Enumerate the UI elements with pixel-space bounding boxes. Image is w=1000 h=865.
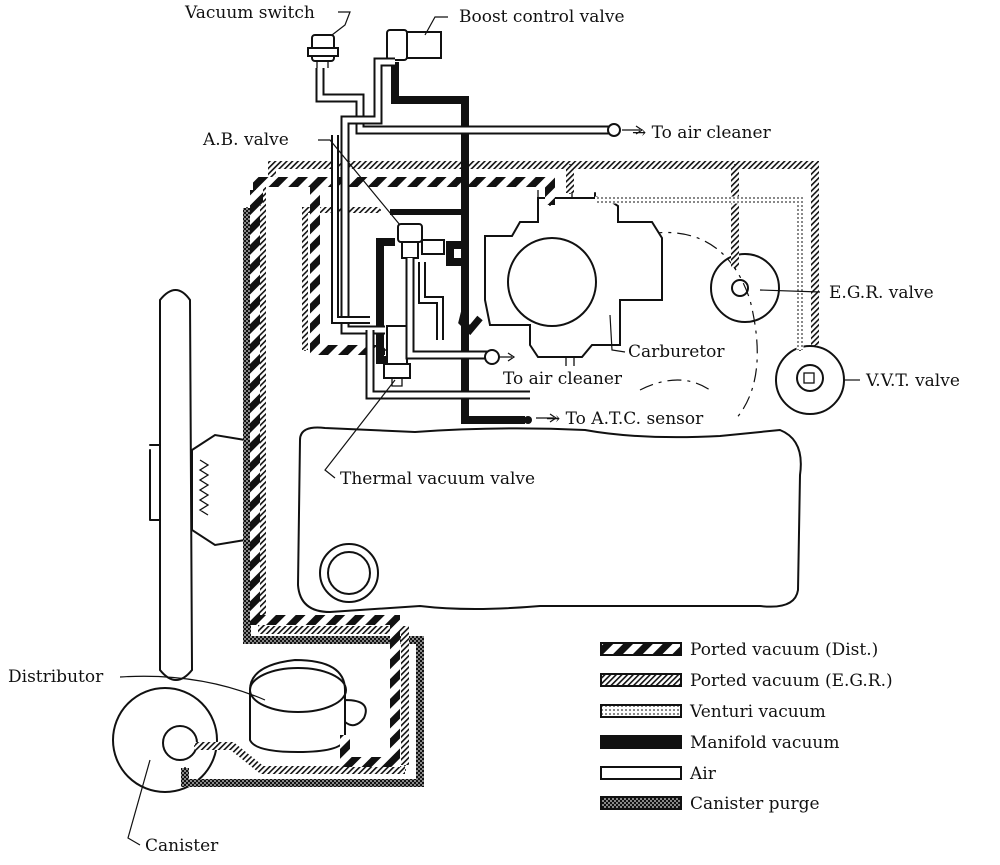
legend-item-air: Air <box>600 764 717 784</box>
legend-item-ported-dist: Ported vacuum (Dist.) <box>600 640 878 660</box>
vacuum-switch-body <box>307 34 339 68</box>
label-to-air-cleaner-mid: To air cleaner <box>503 369 623 389</box>
engine-block <box>297 426 802 613</box>
hose-venturi <box>594 192 804 351</box>
label-canister: Canister <box>145 836 219 856</box>
label-ab-valve: A.B. valve <box>202 130 289 150</box>
label-carburetor: Carburetor <box>628 342 725 362</box>
legend-label: Ported vacuum (Dist.) <box>690 640 878 660</box>
legend-label: Air <box>689 764 717 784</box>
label-vacuum-switch: Vacuum switch <box>184 3 315 23</box>
label-to-atc-sensor: → To A.T.C. sensor <box>546 409 704 429</box>
legend-label: Ported vacuum (E.G.R.) <box>690 671 893 691</box>
legend-item-canister-purge: Canister purge <box>600 794 820 814</box>
legend-item-venturi: Venturi vacuum <box>600 702 826 722</box>
legend-label: Manifold vacuum <box>690 733 839 753</box>
canister-body <box>112 687 218 793</box>
label-distributor: Distributor <box>8 667 104 687</box>
hose-ported-egr <box>194 161 819 774</box>
label-boost-control-valve: Boost control valve <box>459 7 625 27</box>
distributor-body <box>249 658 367 754</box>
label-to-air-cleaner-top: → To air cleaner <box>632 123 772 143</box>
label-vvt-valve: V.V.T. valve <box>865 371 960 391</box>
label-thermal-vacuum-valve: Thermal vacuum valve <box>340 469 535 489</box>
hose-manifold <box>376 62 532 424</box>
hose-ported-dist <box>250 177 555 767</box>
egr-valve-body <box>710 253 780 323</box>
label-egr-valve: E.G.R. valve <box>829 283 934 303</box>
legend: Ported vacuum (Dist.) Ported vacuum (E.G… <box>600 640 893 814</box>
fan-blade <box>149 289 246 681</box>
legend-label: Canister purge <box>690 794 820 814</box>
legend-item-ported-egr: Ported vacuum (E.G.R.) <box>600 671 893 691</box>
air-cleaner-outline <box>619 232 758 421</box>
legend-label: Venturi vacuum <box>689 702 826 722</box>
leader-lines <box>119 11 860 846</box>
carburetor <box>484 190 663 366</box>
vvt-valve-body <box>775 345 845 415</box>
ab-valve-body <box>397 223 445 259</box>
hose-canister-purge <box>181 207 424 787</box>
hose-air <box>315 57 621 400</box>
boost-control-valve-body <box>386 29 442 61</box>
legend-item-manifold: Manifold vacuum <box>600 733 839 753</box>
